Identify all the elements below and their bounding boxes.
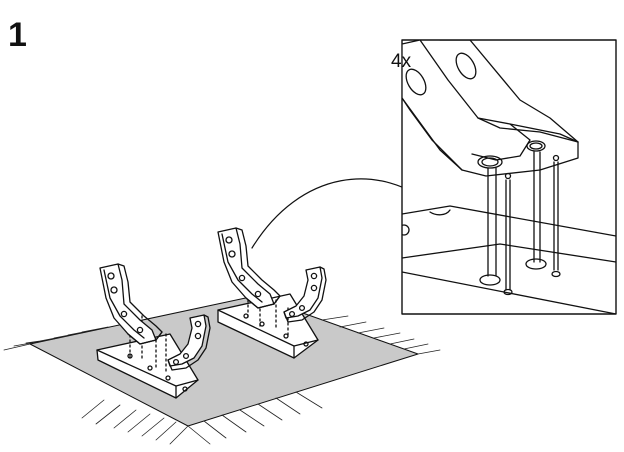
magnified-detail-callout — [401, 39, 617, 315]
angle-bracket-illustration — [217, 227, 281, 309]
quantity-label: 4x — [391, 51, 412, 72]
step-number: 1 — [8, 16, 27, 54]
